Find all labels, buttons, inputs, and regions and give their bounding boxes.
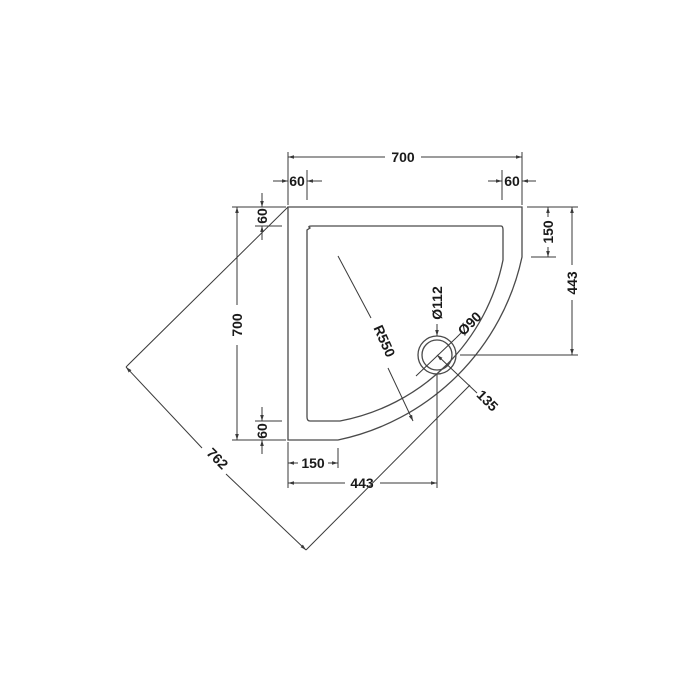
dim-bottom-straight: 150 (301, 455, 325, 471)
dim-waste-outer-diameter: Ø112 (429, 286, 445, 320)
tray-inner-outline (306, 225, 504, 422)
waste-inner-ring (421, 339, 453, 371)
dim-right-straight: 150 (540, 220, 556, 244)
dim-overall-width: 700 (391, 149, 415, 165)
dim-top-left-lip: 60 (289, 173, 305, 189)
dim-left-top-lip: 60 (254, 208, 270, 224)
dim-bottom-to-waste: 443 (350, 475, 374, 491)
dim-waste-inner-diameter: Ø90 (454, 308, 484, 338)
dim-left-bottom-lip: 60 (254, 423, 270, 439)
dim-diagonal: 762 (204, 445, 232, 473)
dim-overall-height: 700 (229, 313, 245, 337)
dim-top-right-lip: 60 (504, 173, 520, 189)
dim-right-to-waste: 443 (564, 271, 580, 295)
dim-radius: R550 (370, 322, 398, 359)
tray-outer-outline (287, 206, 523, 441)
dim-waste-to-edge: 135 (474, 387, 502, 415)
